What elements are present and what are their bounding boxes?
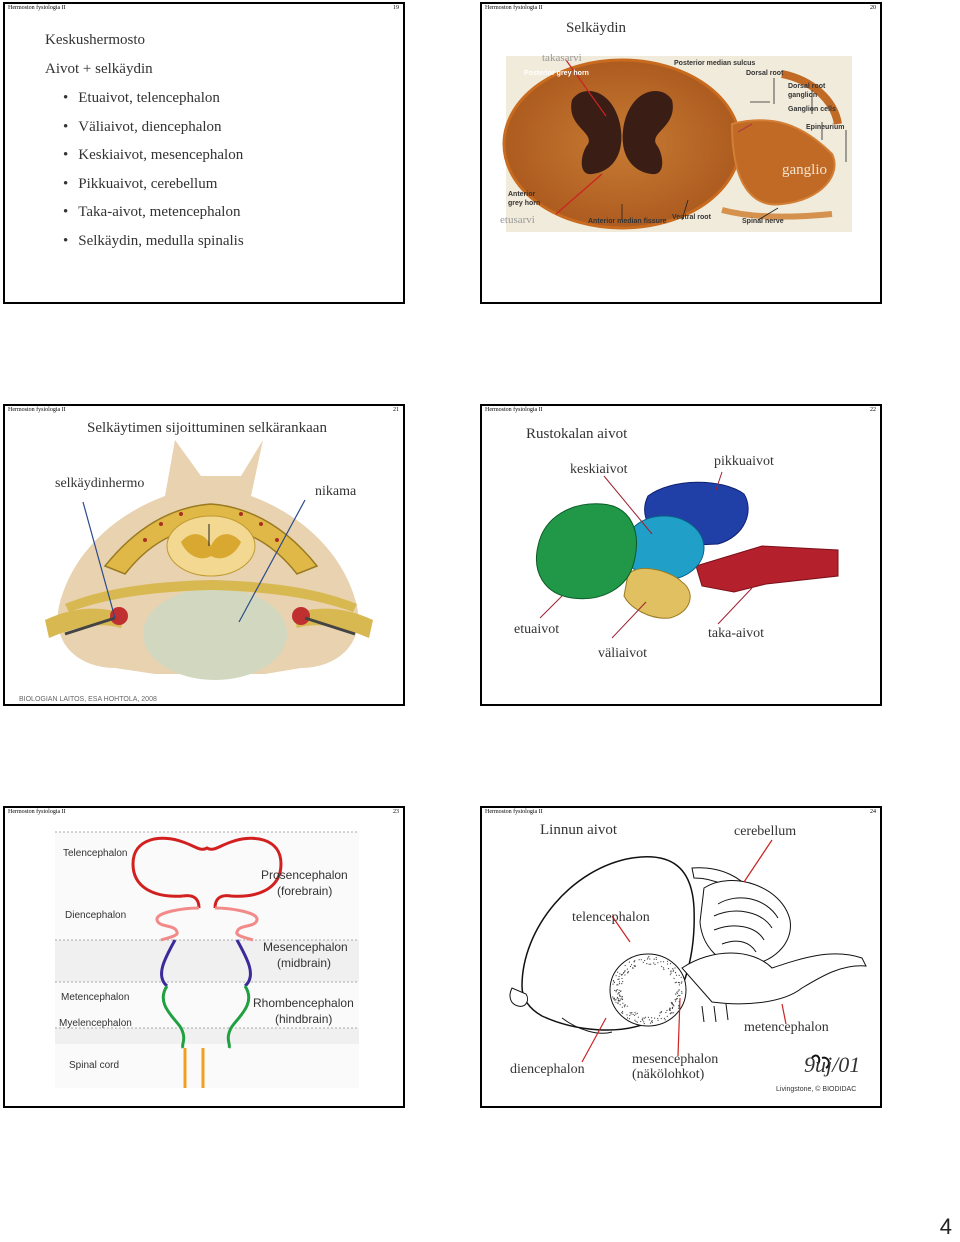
slide-number: 22 — [870, 407, 876, 413]
label-telencephalon: telencephalon — [572, 910, 650, 925]
label-spinal-nerve: Spinal nerve — [742, 218, 784, 225]
slide-heading: Keskushermosto — [45, 32, 145, 48]
label-anterior-median-fissure: Anterior median fissure — [588, 218, 667, 225]
spinal-cord-micrograph — [502, 56, 852, 232]
label-keskiaivot: keskiaivot — [570, 462, 628, 477]
list-item: Pikkuaivot, cerebellum — [78, 170, 244, 199]
slide-title: Selkäytimen sijoittuminen selkärankaan — [87, 420, 327, 436]
slide-number: 23 — [393, 809, 399, 815]
slide-header: Hermoston fysiologia II — [485, 809, 543, 815]
label-mesencephalon: Mesencephalon — [263, 940, 348, 954]
neural-tube-diagram — [55, 831, 359, 1088]
label-myelencephalon: Myelencephalon — [59, 1018, 132, 1029]
slide-header: Hermoston fysiologia II — [8, 809, 66, 815]
slide-19: Hermoston fysiologia II 19 Keskushermost… — [3, 2, 405, 304]
label-ventral-root: Ventral root — [672, 214, 711, 221]
label-prosencephalon: Prosencephalon — [261, 868, 348, 882]
slide-20: Hermoston fysiologia II 20 Selkäydin — [480, 2, 882, 304]
bullet-list: Etuaivot, telencephalon Väliaivot, dienc… — [78, 84, 244, 256]
slide-23: Hermoston fysiologia II 23 Telencephalon… — [3, 806, 405, 1108]
label-ganglio: ganglio — [782, 162, 827, 178]
label-dorsal-root: Dorsal root — [746, 70, 784, 77]
label-diencephalon: diencephalon — [510, 1062, 585, 1077]
label-taka-aivot: taka-aivot — [708, 626, 764, 641]
label-rhombencephalon: Rhombencephalon — [253, 996, 354, 1010]
shark-brain-diagram — [536, 471, 839, 639]
slide-number: 20 — [870, 5, 876, 11]
vertebra-diagram — [45, 440, 373, 680]
label-telencephalon: Telencephalon — [63, 848, 128, 859]
label-forebrain: (forebrain) — [277, 884, 333, 898]
page-number: 4 — [939, 1214, 952, 1239]
slide-24: Hermoston fysiologia II 24 Linnun aivot … — [480, 806, 882, 1108]
list-item: Etuaivot, telencephalon — [78, 84, 244, 113]
label-diencephalon: Diencephalon — [65, 910, 127, 921]
label-takasarvi: takasarvi — [542, 52, 582, 64]
slide-header: Hermoston fysiologia II — [485, 407, 543, 413]
slide-22: Hermoston fysiologia II 22 Rustokalan ai… — [480, 404, 882, 706]
slide-number: 21 — [393, 407, 399, 413]
bird-brain-drawing — [509, 839, 867, 1069]
list-item: Taka-aivot, metencephalon — [78, 198, 244, 227]
label-etuaivot: etuaivot — [514, 622, 560, 637]
slide-number: 24 — [870, 809, 876, 815]
slide-subheading: Aivot + selkäydin — [45, 61, 153, 77]
label-mesencephalon: mesencephalon — [632, 1052, 719, 1067]
label-nikama: nikama — [315, 484, 357, 499]
slide-header: Hermoston fysiologia II — [8, 5, 66, 11]
slide-21: Hermoston fysiologia II 21 Selkäytimen s… — [3, 404, 405, 706]
label-hindbrain: (hindbrain) — [275, 1012, 333, 1026]
label-anterior-grey-horn: Anterior grey horn — [508, 191, 541, 207]
label-etusarvi: etusarvi — [500, 214, 535, 226]
label-midbrain: (midbrain) — [277, 956, 332, 970]
label-ganglion-cells: Ganglion cells — [788, 106, 836, 113]
slide-title: Linnun aivot — [540, 822, 618, 838]
slide-header: Hermoston fysiologia II — [8, 407, 66, 413]
slide-header: Hermoston fysiologia II — [485, 5, 543, 11]
image-credit: Livingstone, © BIODIDAC — [776, 1086, 857, 1093]
label-posterior-grey-horn: Posterior grey horn — [524, 70, 589, 77]
label-metencephalon: Metencephalon — [61, 992, 130, 1003]
slide-title: Selkäydin — [566, 20, 626, 36]
label-spinal-cord: Spinal cord — [69, 1060, 120, 1071]
label-epineurium: Epineurium — [806, 124, 845, 131]
label-nakolohkot: (näkölohkot) — [632, 1067, 705, 1082]
label-posterior-median-sulcus: Posterior median sulcus — [674, 60, 756, 67]
label-valiaivot: väliaivot — [598, 646, 647, 661]
label-metencephalon: metencephalon — [744, 1020, 829, 1035]
list-item: Keskiaivot, mesencephalon — [78, 141, 244, 170]
slide-title: Rustokalan aivot — [526, 426, 628, 442]
label-cerebellum: cerebellum — [734, 824, 797, 839]
label-pikkuaivot: pikkuaivot — [714, 454, 774, 469]
label-dorsal-root-ganglion: Dorsal root ganglion — [788, 83, 826, 99]
image-credit: BIOLOGIAN LAITOS, ESA HOHTOLA, 2008 — [19, 696, 157, 703]
list-item: Väliaivot, diencephalon — [78, 113, 244, 142]
slide-number: 19 — [393, 5, 399, 11]
signature: 9uj/01 — [804, 1052, 861, 1077]
list-item: Selkäydin, medulla spinalis — [78, 227, 243, 256]
label-selkaydinhermo: selkäydinhermo — [55, 476, 145, 491]
